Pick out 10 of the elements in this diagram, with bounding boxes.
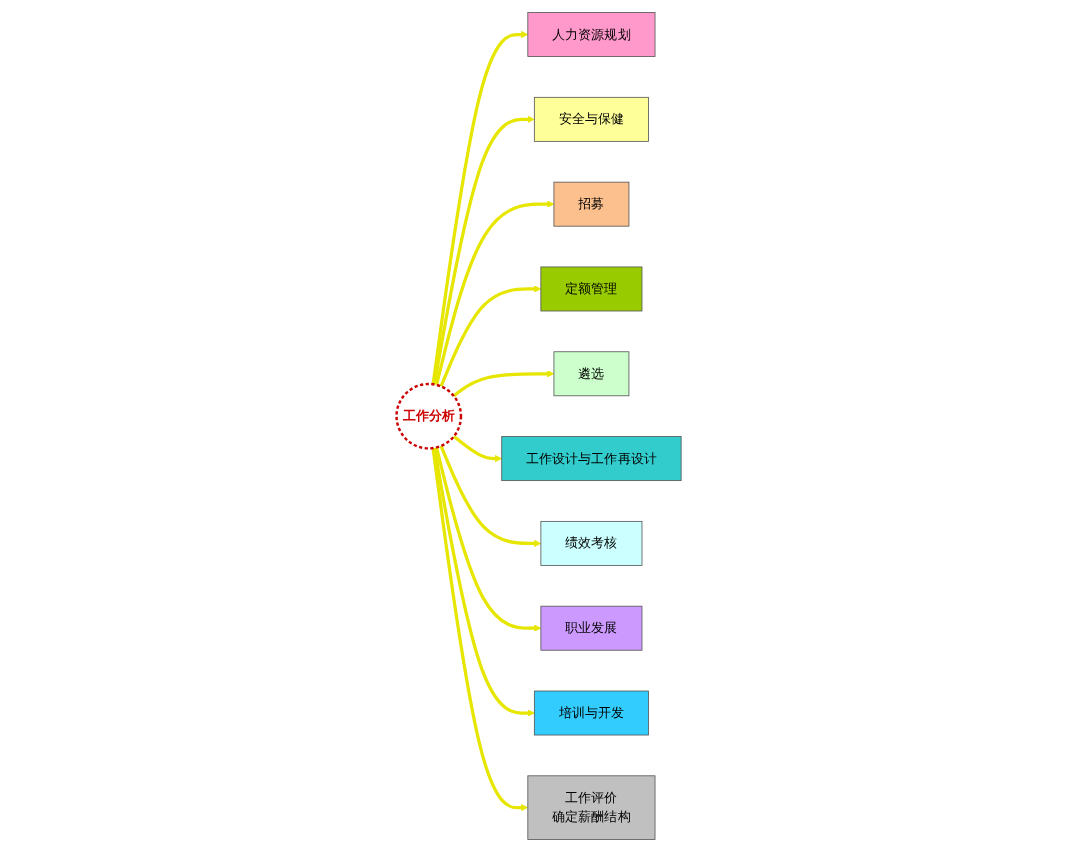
arrow xyxy=(438,285,541,388)
arrow xyxy=(438,445,541,547)
arrow xyxy=(430,31,528,385)
arrow xyxy=(451,435,502,463)
arrow xyxy=(431,447,534,717)
arrow xyxy=(451,370,554,398)
arrow xyxy=(431,115,534,385)
arrow xyxy=(434,447,541,632)
arrow xyxy=(430,447,528,812)
arrow xyxy=(434,200,554,386)
